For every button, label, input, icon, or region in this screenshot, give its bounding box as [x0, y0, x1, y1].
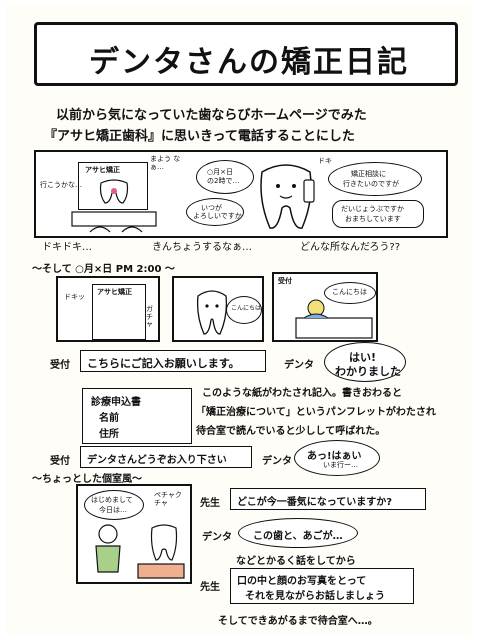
speaker-denta-3: デンタ	[202, 532, 232, 543]
bubble-consult-line1: 矯正相談に	[351, 170, 386, 178]
speech-bubble-reception: こんにちは	[324, 282, 376, 304]
speaker-reception-2: 受付	[50, 456, 70, 467]
room-label: ～ちょっとした個室風～	[32, 474, 142, 485]
speech-bubble-denta-3: この歯と、あごが…	[238, 518, 358, 548]
bubble-reply-line2: おまちしています	[345, 215, 401, 223]
reception-desk-icon	[295, 299, 373, 339]
caption-wonder: どんな所なんだろう??	[300, 242, 401, 253]
intro-line-2: 『アサヒ矯正歯科』に思いきって電話することにした	[44, 129, 355, 144]
explain-line-1: このような紙がわたされ記入。書きおわると	[202, 388, 402, 399]
denta-1-line2: わかりました	[335, 365, 401, 378]
page: デンタさんの矯正日記 以前から気になっていた歯ならびホームページでみた 『アサヒ…	[6, 4, 472, 634]
time-label: ～そして ○月×日 PM 2:00 ～	[32, 264, 175, 275]
side-note: 行こうかな…	[40, 181, 82, 189]
comic-panel-counsel: はじめまして 今日は… ペチャクチャ	[76, 484, 192, 584]
dialog-box-reception-1: こちらにご記入お願いします。	[80, 350, 266, 372]
form-address-label: 住所	[99, 429, 119, 440]
page-title: デンタさんの矯正日記	[89, 45, 409, 80]
clinic-sign: アサヒ矯正	[97, 288, 132, 296]
speech-bubble-reply: だいじょうぶですか おまちしています	[332, 200, 424, 228]
reception-greet-text: こんにちは	[332, 288, 367, 296]
narration-chat: などとかるく話をしてから	[236, 556, 356, 567]
speaker-doctor-1: 先生	[200, 498, 220, 509]
explain-line-2: 「矯正治療について」というパンフレットがわたされ	[196, 407, 436, 418]
speech-bubble-hello: こんにちは	[226, 296, 262, 324]
speaker-reception-1: 受付	[50, 360, 70, 371]
sfx-chatter: ペチャクチャ	[154, 491, 182, 507]
speaker-denta-1: デンタ	[284, 360, 314, 371]
monitor-text: アサヒ矯正	[85, 166, 120, 174]
comic-panel-enter: こんにちは	[172, 276, 264, 342]
intro-line-1: 以前から気になっていた歯ならびホームページでみた	[56, 108, 367, 123]
tooth-character-icon	[260, 164, 315, 229]
title-box: デンタさんの矯正日記	[34, 22, 458, 86]
speech-bubble-doctor: はじめまして 今日は…	[84, 490, 144, 520]
form-card: 診療申込書 名前 住所	[82, 388, 192, 444]
greet-text: こんにちは	[231, 305, 262, 312]
dialog-box-doctor-2: 口の中と顔のお写真をとって それを見ながらお話しましょう	[230, 568, 414, 604]
keyboard-icon	[71, 211, 157, 233]
doctor-bubble-line2: 今日は…	[99, 506, 127, 514]
tooth-icon	[99, 179, 129, 204]
counsel-scene-icon	[95, 524, 185, 579]
bubble-date-line1: ○月×日	[207, 168, 233, 176]
bubble-when-line2: よろしいですか	[193, 212, 242, 220]
dialog-reception-1-text: こちらにご記入お願いします。	[87, 357, 240, 370]
doctor-bubble-line1: はじめまして	[91, 496, 133, 504]
form-title: 診療申込書	[91, 397, 141, 408]
caption-dokidoki: ドキドキ…	[42, 242, 92, 253]
doctor-2-line1: 口の中と顔のお写真をとって	[237, 576, 367, 587]
speech-bubble-date: ○月×日 の2時で…	[196, 160, 254, 194]
bubble-consult-line2: 行きたいのですが	[343, 180, 399, 188]
form-name-label: 名前	[99, 413, 119, 424]
bubble-reply-line1: だいじょうぶですか	[341, 205, 404, 213]
clinic-door: アサヒ矯正	[92, 284, 146, 340]
dialog-doctor-1-text: どこが今一番気になっていますか?	[237, 497, 393, 508]
bubble-date-line2: の2時で…	[207, 177, 240, 185]
speech-bubble-when: いつが よろしいですか	[186, 198, 244, 226]
dialog-box-reception-2: デンタさんどうぞお入り下さい	[80, 446, 252, 468]
phone-sfx: ドキ	[318, 157, 332, 165]
speech-bubble-denta-2: あっ!はぁい いま行ー…	[294, 440, 380, 476]
denta-2-line2: いま行ー…	[323, 461, 358, 469]
sfx-doki: ドキッ	[64, 293, 85, 301]
reception-sign: 受付	[278, 277, 292, 285]
comic-panel-phone-call: アサヒ矯正 行こうかな… まよう なぁ… ○月×日 の2時で… いつが よろしい…	[34, 150, 448, 238]
doctor-2-line2: それを見ながらお話しましょう	[245, 591, 385, 602]
denta-2-line1: あっ!はぁい	[307, 451, 362, 462]
monitor: アサヒ矯正	[78, 162, 148, 210]
comic-panel-door: アサヒ矯正 ドキッ ガチャ	[56, 276, 160, 342]
speaker-denta-2: デンタ	[262, 456, 292, 467]
caption-nervous: きんちょうするなぁ…	[152, 242, 252, 253]
mutter-text: まよう なぁ…	[150, 155, 181, 171]
bubble-when-line1: いつが	[201, 204, 222, 212]
sfx-gacha: ガチャ	[146, 305, 153, 329]
explain-line-3: 待合室で読んでいると少しして呼ばれた。	[196, 426, 386, 437]
tooth-character-icon	[196, 290, 228, 335]
comic-panel-reception: 受付 こんにちは	[272, 272, 378, 342]
speech-bubble-consult: 矯正相談に 行きたいのですが	[328, 162, 422, 196]
speech-bubble-denta-1: はい! わかりました	[324, 342, 406, 382]
speaker-doctor-2: 先生	[200, 582, 220, 593]
footer-text: そしてできあがるまで待合室へ…。	[218, 616, 378, 627]
dialog-box-doctor-1: どこが今一番気になっていますか?	[230, 488, 426, 510]
denta-1-line1: はい!	[349, 351, 377, 364]
denta-3-text: この歯と、あごが…	[253, 531, 343, 542]
dialog-reception-2-text: デンタさんどうぞお入り下さい	[87, 455, 227, 466]
